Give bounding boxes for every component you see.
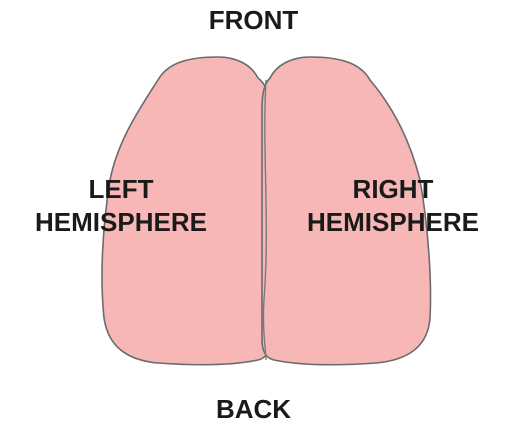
front-label: FRONT bbox=[0, 7, 507, 33]
right-hemisphere-label: RIGHT HEMISPHERE bbox=[279, 173, 507, 239]
left-hemisphere-label: LEFT HEMISPHERE bbox=[6, 173, 236, 239]
left-label-line2: HEMISPHERE bbox=[6, 206, 236, 239]
left-label-line1: LEFT bbox=[6, 173, 236, 206]
right-label-line2: HEMISPHERE bbox=[279, 206, 507, 239]
back-label: BACK bbox=[0, 396, 507, 422]
right-label-line1: RIGHT bbox=[279, 173, 507, 206]
